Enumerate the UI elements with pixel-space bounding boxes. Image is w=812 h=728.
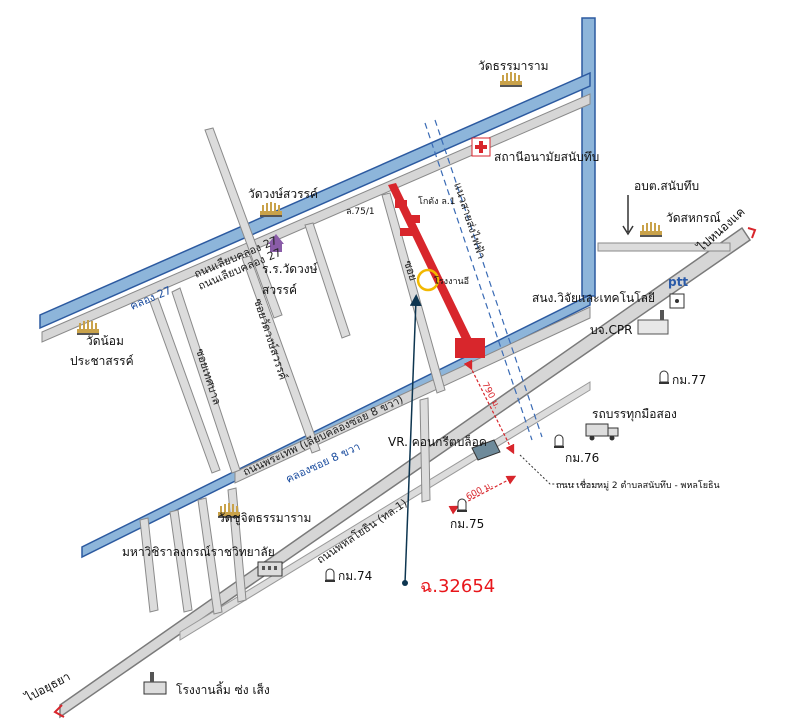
arrow-icon (53, 704, 65, 718)
label-wat-chujit: วัดชูจิตธรรมาราม (218, 511, 311, 526)
label-wat-wongsawan: วัดวงษ์สวรรค์ (248, 187, 318, 201)
link-road-leader (519, 454, 600, 485)
power-line (424, 119, 543, 441)
km-post-icon (324, 568, 336, 583)
label-power-line: แนวสายส่งไฟฟ้า (451, 181, 488, 261)
label-used-trucks: รถบรรทุกมือสอง (592, 407, 677, 422)
label-soi-75-1: ล.75/1 (346, 207, 375, 217)
rice-mill-icon (143, 672, 167, 695)
label-wat-noi-2: ประชาสรรค์ (70, 354, 134, 368)
label-research: สนง.วิจัยและเทคโนโลยี (532, 291, 655, 305)
label-code: ฉ.32654 (420, 576, 495, 597)
label-factory: โรงงานอี (434, 276, 469, 287)
label-link-road: ถนน เชื่อมหมู่ 2 ตำบลสนับทึบ - พหลโยธิน (556, 478, 720, 491)
label-soi-short: ซอย (401, 259, 420, 283)
temple-icon (260, 202, 282, 217)
label-dist-790: 790 ม. (479, 381, 501, 411)
down-arrow-icon (622, 195, 634, 236)
label-wat-sahakorn: วัดสหกรณ์ (666, 211, 721, 225)
factory-circle (416, 268, 440, 292)
label-health-station: สถานีอนามัยสนับทึบ (494, 150, 599, 164)
temple-icon (500, 72, 522, 87)
label-school-1: ร.ร.วัดวงษ์ (262, 262, 318, 276)
road-canal-27 (41, 93, 591, 343)
label-vr-concrete: VR. คอนกรีตบล็อค (388, 434, 487, 449)
pointer-line (404, 294, 422, 584)
canal-27 (39, 71, 591, 330)
label-wat-thammaram: วัดธรรมาราม (478, 59, 549, 73)
label-aobt: อบต.สนับทึบ (634, 179, 699, 193)
label-university: มหาวิชิราลงกรณ์ราชวิทยาลัย (122, 545, 275, 559)
label-cpr: บจ.CPR (590, 323, 632, 337)
school-icon (268, 234, 284, 252)
arrow-icon (747, 227, 757, 239)
red-cross-icon (471, 137, 491, 157)
label-soi-left: ซอยเทศบาล (193, 347, 223, 407)
label-ptt: ptt (668, 275, 688, 289)
label-warehouse: โกดัง ล.1 (418, 196, 456, 207)
label-km76: กม.76 (565, 451, 599, 465)
label-wat-noi-1: วัดน้อม (86, 334, 124, 348)
km-post-icon (456, 498, 468, 513)
pointer-dot (402, 580, 408, 586)
highlight-soi (388, 183, 485, 358)
building-icon (471, 439, 501, 461)
truck-icon (585, 423, 619, 441)
label-dist-600: 600 ม. (465, 480, 495, 502)
sois (139, 127, 731, 615)
km-post-icon (658, 370, 670, 385)
road-phahonyothin (59, 226, 752, 719)
factory-icon (637, 310, 669, 335)
label-km74: กม.74 (338, 569, 372, 583)
temple-icon (640, 222, 662, 237)
ptt-box (669, 293, 685, 309)
distance-790 (463, 359, 515, 455)
label-km75: กม.75 (450, 517, 484, 531)
km-post-icon (553, 434, 565, 449)
university-icon (257, 561, 283, 577)
label-school-2: สวรรค์ (262, 283, 297, 297)
label-km77: กม.77 (672, 373, 706, 387)
label-rice-mill: โรงงานลิ้ม ซ่ง เส็ง (176, 681, 270, 697)
